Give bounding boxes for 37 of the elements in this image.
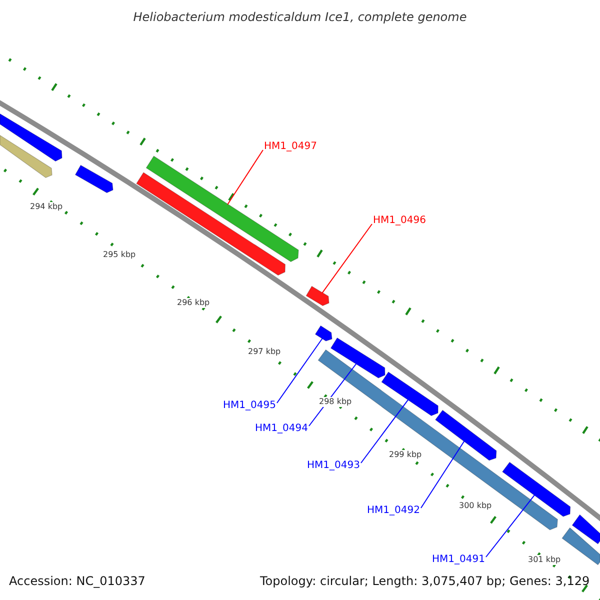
gene-bar — [381, 372, 438, 416]
gene-label: HM1_0492 — [367, 506, 420, 516]
gene-bar — [0, 134, 52, 178]
scale-label: 300 kbp — [458, 501, 493, 511]
scale-label: 296 kbp — [176, 298, 211, 308]
scale-label: 301 kbp — [527, 555, 562, 565]
leader-line — [227, 150, 264, 205]
leader-line — [360, 399, 409, 464]
gene-bar — [502, 462, 571, 517]
scale-label: 298 kbp — [318, 397, 353, 407]
gene-bar — [562, 527, 600, 566]
gene-bar — [434, 410, 497, 461]
accession-note: Accession: NC_010337 — [9, 575, 146, 587]
gene-bar — [146, 156, 299, 262]
map-title: Heliobacterium modesticaldum Ice1, complete genome — [132, 11, 468, 23]
gene-bar — [314, 325, 332, 342]
scale-label: 295 kbp — [102, 250, 137, 260]
gene-label: HM1_0491 — [432, 555, 485, 565]
gene-label: HM1_0493 — [307, 461, 360, 471]
gene-bar — [0, 113, 62, 162]
gene-bar — [306, 286, 330, 306]
gene-bar — [74, 164, 114, 194]
gene-label: HM1_0495 — [223, 401, 276, 411]
scale-label: 299 kbp — [388, 450, 423, 460]
gene-label: HM1_0497 — [264, 142, 317, 152]
scale-label: 297 kbp — [247, 347, 282, 357]
leader-line — [420, 440, 465, 508]
gene-label: HM1_0494 — [255, 424, 308, 434]
leader-line — [322, 224, 372, 294]
gene-bar — [136, 172, 286, 276]
gene-label: HM1_0496 — [373, 216, 426, 226]
gene-bar — [330, 337, 386, 378]
scale-label: 294 kbp — [29, 202, 64, 212]
genome-info-note: Topology: circular; Length: 3,075,407 bp; Genes: 3,129 — [260, 575, 590, 587]
leader-line — [485, 494, 535, 558]
gene-bar — [572, 514, 600, 544]
leader-line — [276, 338, 323, 404]
